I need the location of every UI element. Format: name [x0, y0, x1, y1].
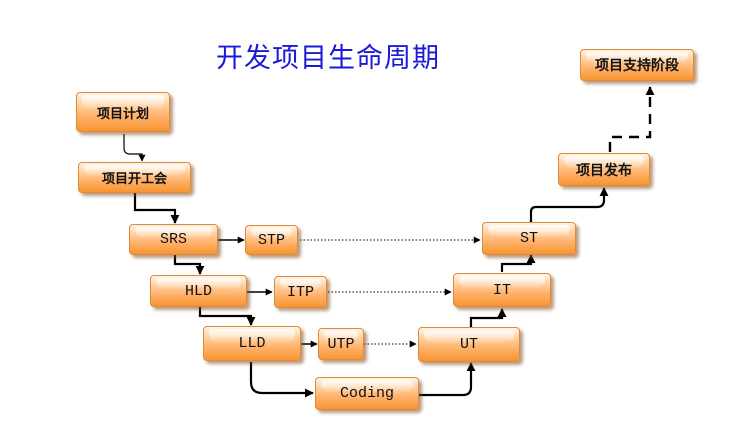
node-label: HLD	[184, 282, 212, 300]
node-hld: HLD	[150, 275, 247, 307]
node-label: Coding	[339, 385, 394, 402]
link-st-release	[529, 187, 609, 222]
node-label: 项目开工会	[101, 172, 167, 187]
link-coding-ut	[419, 362, 476, 397]
link-release-support	[608, 86, 655, 152]
node-label: ITP	[286, 283, 314, 301]
node-it: IT	[453, 273, 551, 307]
node-srs: SRS	[129, 224, 218, 255]
node-label: 项目支持阶段	[595, 58, 679, 74]
link-planning-kickoff	[123, 134, 146, 162]
diagram-title: 开发项目生命周期	[216, 43, 440, 74]
node-project-release: 项目发布	[558, 153, 650, 186]
node-label: UTP	[327, 335, 355, 353]
node-itp: ITP	[274, 276, 327, 308]
node-label: SRS	[159, 231, 187, 248]
node-label: UT	[459, 336, 478, 353]
node-lld: LLD	[203, 326, 301, 361]
link-it-st	[500, 254, 536, 272]
node-coding: Coding	[315, 377, 419, 410]
node-label: ST	[519, 230, 538, 247]
link-srs-hld	[173, 254, 205, 275]
node-stp: STP	[245, 225, 298, 255]
node-project-planning: 项目计划	[76, 92, 170, 132]
node-label: LLD	[238, 335, 266, 352]
link-ut-it	[469, 308, 507, 327]
node-support-phase: 项目支持阶段	[580, 49, 694, 81]
link-kickoff-srs	[133, 193, 180, 224]
node-kickoff-meeting: 项目开工会	[78, 162, 191, 193]
node-st: ST	[482, 222, 576, 255]
node-ut: UT	[418, 327, 520, 362]
link-lld-coding	[249, 362, 314, 398]
link-hld-lld	[198, 306, 256, 326]
node-label: STP	[257, 231, 285, 249]
node-utp: UTP	[318, 328, 364, 360]
node-label: 项目计划	[96, 106, 149, 122]
node-label: IT	[492, 281, 511, 299]
node-label: 项目发布	[576, 162, 632, 179]
